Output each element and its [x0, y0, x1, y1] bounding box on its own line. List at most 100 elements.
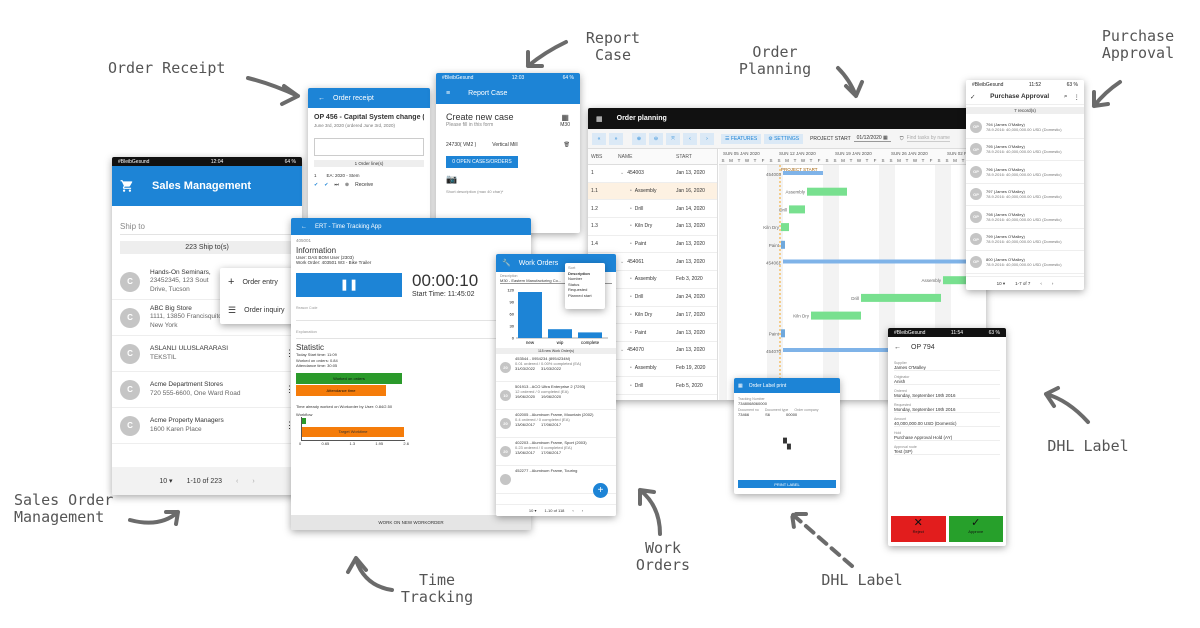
gantt-bar[interactable]: [781, 240, 785, 249]
pause-button[interactable]: ❚❚: [296, 272, 402, 297]
project-start-input[interactable]: 01/12/2020 ▦: [853, 135, 891, 142]
open-cases-button[interactable]: 0 OPEN CASES/ORDERS: [446, 156, 518, 168]
expand-icon[interactable]: »: [609, 132, 623, 145]
gantt-bar[interactable]: [781, 223, 789, 232]
settings-button[interactable]: ⚙ SETTINGS: [764, 133, 804, 144]
more-vert-icon[interactable]: ⋮: [285, 384, 294, 394]
print-label-button[interactable]: PRINT LABEL: [738, 480, 836, 488]
rows-per-page-select[interactable]: 10 ▾: [159, 478, 173, 485]
description-select[interactable]: M30 - Eastern Manufacturing Co...: [500, 278, 612, 284]
check-circle-icon-2[interactable]: ✔: [324, 182, 329, 188]
ship-to-field[interactable]: Ship to: [120, 222, 294, 235]
rows-per-page-select[interactable]: 10 ▾: [996, 280, 1006, 286]
gantt-bar[interactable]: [783, 259, 986, 264]
next-page-icon[interactable]: ›: [252, 477, 255, 485]
bar-new[interactable]: [518, 292, 542, 338]
prev-icon[interactable]: ‹: [683, 132, 697, 145]
expand-chevron-icon[interactable]: ⌄: [620, 170, 625, 177]
sort-option[interactable]: Status: [568, 281, 580, 287]
gantt-bar[interactable]: [943, 276, 983, 285]
expand-chevron-icon[interactable]: ⌄: [620, 258, 625, 265]
receipt-note-box[interactable]: [314, 138, 424, 156]
menu-icon[interactable]: ≡: [446, 89, 451, 97]
next-page-icon[interactable]: ›: [1051, 281, 1054, 286]
menu-order-entry[interactable]: +Order entry: [228, 276, 278, 288]
receive-button[interactable]: Receive: [355, 182, 374, 188]
gantt-bar[interactable]: [783, 171, 823, 175]
next-page-icon[interactable]: ›: [581, 508, 584, 513]
back-arrow-icon[interactable]: ←: [894, 343, 901, 351]
cancel-icon[interactable]: ⊗: [344, 182, 350, 188]
back-arrow-icon[interactable]: ←: [301, 223, 307, 230]
search-icon[interactable]: ⌕: [1063, 92, 1068, 100]
sort-option[interactable]: Planned start: [568, 292, 592, 298]
more-vert-icon[interactable]: ⋮: [285, 420, 294, 430]
expand-chevron-icon[interactable]: ⌄: [620, 347, 625, 354]
gantt-bar[interactable]: [807, 187, 847, 196]
reason-code-field[interactable]: Reason Code: [296, 306, 318, 310]
filter-input[interactable]: Find tasks by name: [906, 135, 950, 142]
gantt-bar[interactable]: [789, 205, 805, 214]
menu-order-inquiry[interactable]: ☰Order inquiry: [228, 304, 285, 315]
work-on-new-workorder-button[interactable]: WORK ON NEW WORKORDER: [291, 515, 531, 530]
camera-icon[interactable]: 📷: [446, 174, 458, 184]
short-description-field[interactable]: Short description (max 40 char)*: [446, 189, 504, 194]
sort-option[interactable]: Number: [568, 276, 583, 281]
sort-option[interactable]: Description: [568, 270, 591, 276]
cart-icon[interactable]: [120, 179, 134, 193]
work-order-item[interactable]: 452277 - Aluminum Frame, Touring: [496, 466, 616, 494]
next-icon[interactable]: ›: [700, 132, 714, 145]
gantt-bar[interactable]: [811, 311, 861, 320]
add-work-order-button[interactable]: +: [593, 483, 608, 498]
features-button[interactable]: ☰ FEATURES: [721, 133, 762, 144]
fit-icon[interactable]: ⤧: [666, 132, 680, 145]
zoom-in-icon[interactable]: ⊕: [632, 132, 646, 145]
explanation-field[interactable]: Explanation: [296, 329, 317, 334]
collapse-icon[interactable]: «: [592, 132, 606, 145]
gantt-bar[interactable]: [781, 329, 785, 338]
reject-button[interactable]: ✕Reject: [891, 516, 946, 542]
approve-button[interactable]: ✓Approve: [948, 516, 1003, 542]
gantt-bar[interactable]: [861, 293, 941, 302]
gantt-bar[interactable]: [783, 348, 986, 352]
prev-page-icon[interactable]: ‹: [572, 508, 574, 513]
more-vert-icon[interactable]: ⋮: [285, 348, 294, 358]
check-circle-icon[interactable]: ✔: [314, 182, 319, 188]
back-arrow-icon[interactable]: ←: [318, 94, 325, 102]
delete-icon[interactable]: 🗑: [563, 142, 570, 148]
prev-page-icon[interactable]: ‹: [236, 477, 239, 485]
rows-per-page-select[interactable]: 10 ▾: [528, 508, 537, 513]
zoom-out-icon[interactable]: ⊖: [649, 132, 663, 145]
bar-complete[interactable]: [578, 332, 602, 338]
more-vert-icon[interactable]: ⋮: [1073, 93, 1081, 101]
bar-wip[interactable]: [548, 329, 572, 338]
sort-option[interactable]: Requested: [568, 287, 588, 292]
prev-page-icon[interactable]: ‹: [1040, 281, 1042, 286]
